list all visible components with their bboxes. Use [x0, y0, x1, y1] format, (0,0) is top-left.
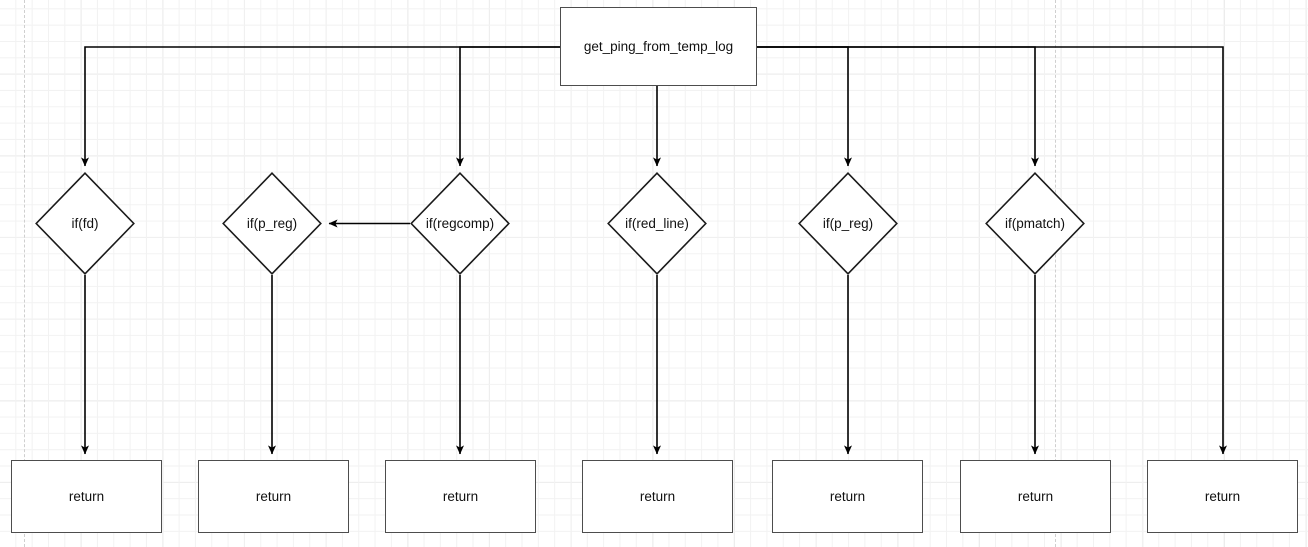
node-if-red-line[interactable]: if(red_line)	[607, 172, 707, 275]
node-label: return	[829, 488, 866, 504]
node-return-5[interactable]: return	[772, 460, 923, 533]
node-if-fd[interactable]: if(fd)	[35, 172, 135, 275]
node-label: return	[442, 488, 479, 504]
page-break-line-left	[24, 0, 25, 547]
node-label: return	[1017, 488, 1054, 504]
node-return-6[interactable]: return	[960, 460, 1111, 533]
node-return-7[interactable]: return	[1147, 460, 1298, 533]
node-return-3[interactable]: return	[385, 460, 536, 533]
node-label: get_ping_from_temp_log	[583, 38, 734, 54]
node-label: if(p_reg)	[246, 215, 298, 231]
node-label: return	[639, 488, 676, 504]
edge-root-to-if-pmatch	[757, 46, 1039, 167]
diamond-shape	[222, 172, 322, 275]
diamond-shape	[798, 172, 898, 275]
node-if-p-reg-1[interactable]: if(p_reg)	[222, 172, 322, 275]
diamond-shape	[35, 172, 135, 275]
diamond-shape	[410, 172, 510, 275]
edge-root-to-if-p-reg-2	[757, 46, 852, 167]
node-if-p-reg-2[interactable]: if(p_reg)	[798, 172, 898, 275]
node-label: return	[68, 488, 105, 504]
node-return-1[interactable]: return	[11, 460, 162, 533]
diamond-shape	[607, 172, 707, 275]
edge-root-to-if-fd	[81, 46, 560, 167]
node-label: if(regcomp)	[425, 215, 495, 231]
node-label: return	[255, 488, 292, 504]
node-label: if(red_line)	[625, 215, 689, 231]
node-return-2[interactable]: return	[198, 460, 349, 533]
diamond-shape	[985, 172, 1085, 275]
node-label: return	[1204, 488, 1241, 504]
node-return-4[interactable]: return	[582, 460, 733, 533]
node-label: if(fd)	[71, 215, 99, 231]
node-if-regcomp[interactable]: if(regcomp)	[410, 172, 510, 275]
node-if-pmatch[interactable]: if(pmatch)	[985, 172, 1085, 275]
node-label: if(pmatch)	[1004, 215, 1065, 231]
node-get-ping-from-temp-log[interactable]: get_ping_from_temp_log	[560, 7, 757, 86]
edge-root-to-if-regcomp	[456, 46, 560, 167]
node-label: if(p_reg)	[822, 215, 874, 231]
